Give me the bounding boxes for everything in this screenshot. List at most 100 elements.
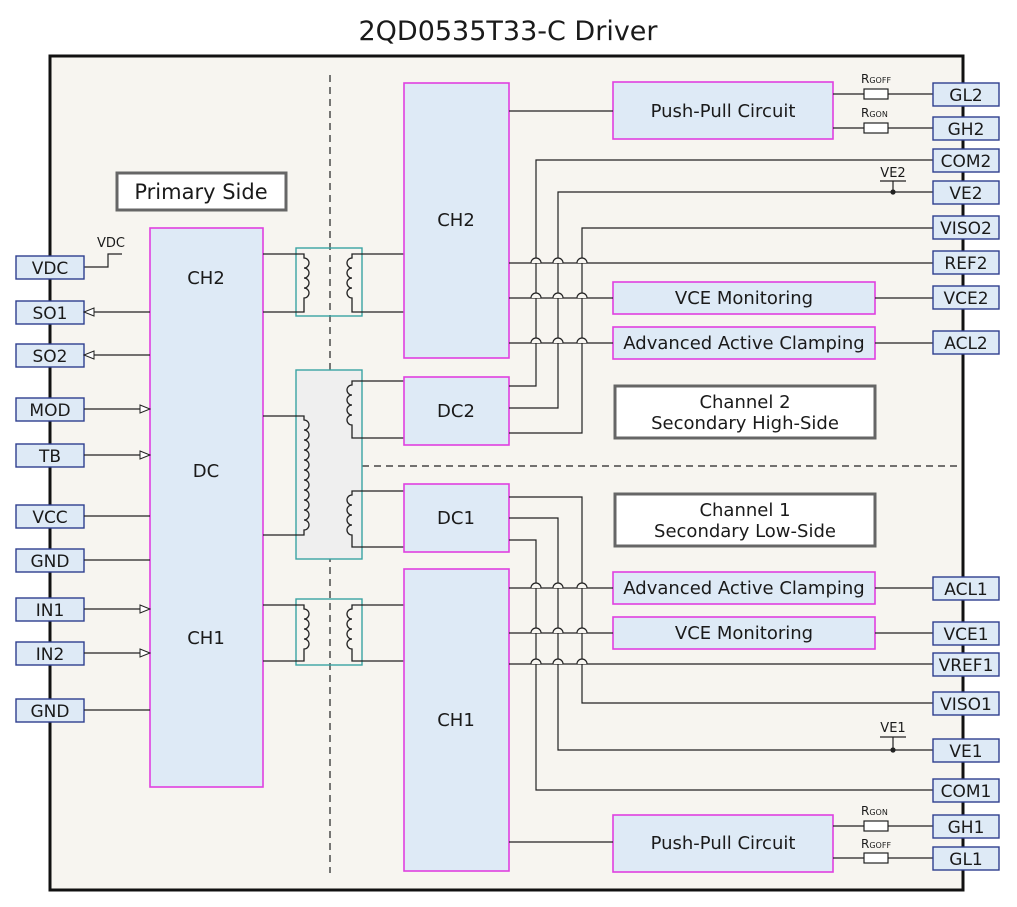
- push-pull-bottom-label: Push-Pull Circuit: [651, 833, 796, 854]
- hop-acl2-ve2: [552, 337, 564, 344]
- pin-gh2-label: GH2: [948, 120, 985, 140]
- primary-block: [149, 227, 264, 788]
- hop-vce2-ve2: [552, 292, 564, 299]
- hop-acl2-com2: [530, 337, 542, 344]
- secondary-ch2-label: CH2: [437, 210, 475, 231]
- pin-gnd-2-label: GND: [31, 702, 70, 722]
- hop-vce2-viso2: [576, 292, 588, 299]
- resistor-gon-top: [863, 122, 889, 134]
- pin-so2-label: SO2: [33, 347, 68, 367]
- secondary-ch1-label: CH1: [437, 710, 475, 731]
- resistor-goff-top: [863, 88, 889, 100]
- channel1-label-box: [613, 492, 877, 548]
- coil-ch2-primary: [263, 253, 310, 313]
- coil-ch1-primary: [263, 604, 310, 662]
- pin-acl2: [932, 330, 1000, 355]
- ve1-junction-dot: [890, 747, 896, 753]
- diagram-title: 2QD0535T33-C Driver: [358, 16, 658, 47]
- transformer-ch2-box: [295, 247, 363, 317]
- pin-ref2-label: REF2: [944, 254, 987, 274]
- pin-vce1: [932, 621, 1000, 646]
- resistor-gon-bottom-label: RGON: [861, 804, 888, 818]
- channel2-label-line1: Channel 2: [699, 392, 790, 413]
- pin-ref2: [932, 250, 1000, 275]
- channel2-label-box: [613, 384, 877, 440]
- push-pull-bottom-block: [612, 814, 834, 873]
- coil-dc1-secondary: [346, 490, 404, 548]
- pin-gl2: [932, 82, 1000, 107]
- left-pins: [15, 255, 85, 723]
- pin-vce2-label: VCE2: [943, 289, 988, 309]
- pin-in2-label: IN2: [36, 645, 65, 665]
- hop-vce2-com2: [530, 292, 542, 299]
- pin-vref1: [932, 652, 1000, 677]
- transformer-ch1-box: [295, 598, 363, 666]
- pin-acl2-label: ACL2: [944, 334, 988, 354]
- pin-so1-label: SO1: [33, 304, 68, 324]
- aac-top-block: [612, 326, 876, 360]
- pin-gh1: [932, 814, 1000, 839]
- pin-gh2: [932, 116, 1000, 141]
- hop-vref1-ve1: [552, 658, 564, 665]
- hop-vce1-com1: [530, 627, 542, 634]
- pin-ve1-label: VE1: [949, 742, 982, 762]
- hop-ref2-viso2: [576, 257, 588, 264]
- pin-ve1: [932, 738, 1000, 763]
- resistor-gon-bottom: [863, 820, 889, 832]
- pin-tb-label: TB: [38, 447, 61, 467]
- vdc-net-label: VDC: [97, 236, 125, 251]
- primary-dc-label: DC: [193, 461, 219, 482]
- resistor-goff-bottom: [863, 852, 889, 864]
- hop-acl2-viso2: [576, 337, 588, 344]
- secondary-dc1-block: [403, 483, 510, 553]
- hop-vce1-viso1: [576, 627, 588, 634]
- hop-ref2-com2: [530, 257, 542, 264]
- hop-ref2-ve2: [552, 257, 564, 264]
- pin-com2: [932, 148, 1000, 173]
- ve2-junction-dot: [890, 189, 896, 195]
- vce-monitoring-top-label: VCE Monitoring: [675, 288, 813, 309]
- com2-wire: [509, 159, 933, 387]
- coil-dc-primary: [263, 415, 310, 536]
- pin-vcc-label: VCC: [32, 508, 67, 528]
- aac-top-label: Advanced Active Clamping: [623, 333, 864, 354]
- pin-acl1: [932, 576, 1000, 601]
- pin-gl2-label: GL2: [949, 86, 982, 106]
- vce-monitoring-bottom-block: [612, 616, 876, 650]
- secondary-dc1-label: DC1: [437, 508, 475, 529]
- pin-vce1-label: VCE1: [943, 625, 988, 645]
- pin-viso1-label: VISO1: [940, 695, 992, 715]
- primary-side-label-box: [115, 171, 288, 212]
- viso2-wire: [509, 227, 933, 434]
- pin-gl1: [932, 846, 1000, 871]
- primary-ch2-label: CH2: [187, 268, 225, 289]
- pin-gh1-label: GH1: [948, 818, 985, 838]
- pin-gl1-label: GL1: [949, 850, 982, 870]
- pin-ve2-label: VE2: [949, 184, 982, 204]
- primary-side-label: Primary Side: [134, 180, 267, 204]
- pin-com1: [932, 778, 1000, 803]
- pin-viso1: [932, 691, 1000, 716]
- pin-mod-label: MOD: [29, 401, 70, 421]
- secondary-dc2-block: [403, 376, 510, 446]
- aac-bottom-label: Advanced Active Clamping: [623, 578, 864, 599]
- resistor-goff-bottom-label: RGOFF: [861, 837, 891, 851]
- pin-vce2: [932, 285, 1000, 310]
- transformer-dc-box: [295, 369, 363, 560]
- channel2-label-line2: Secondary High-Side: [651, 413, 839, 434]
- hop-acl1-ve1: [552, 582, 564, 589]
- pin-vref1-label: VREF1: [939, 656, 994, 676]
- hop-vce1-ve1: [552, 627, 564, 634]
- ve2-wire: [509, 191, 933, 409]
- hop-acl1-viso1: [576, 582, 588, 589]
- pin-gnd-1-label: GND: [31, 552, 70, 572]
- channel1-label-line2: Secondary Low-Side: [654, 521, 836, 542]
- ve2-net-label: VE2: [880, 166, 905, 181]
- vdc-wire: [84, 253, 122, 268]
- coil-dc2-secondary: [346, 380, 404, 439]
- resistor-goff-top-label: RGOFF: [861, 72, 891, 86]
- primary-ch1-label: CH1: [187, 628, 225, 649]
- secondary-ch2-block: [403, 82, 510, 359]
- pin-ve2: [932, 180, 1000, 205]
- pin-com1-label: COM1: [941, 782, 992, 802]
